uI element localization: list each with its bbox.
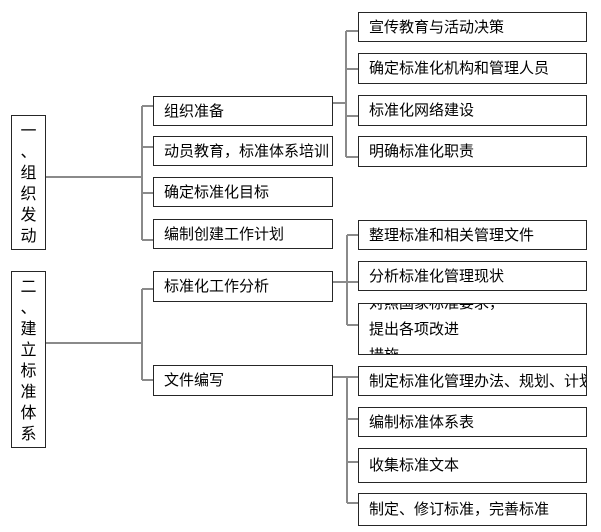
node-standardization-network-construction: 标准化网络建设 bbox=[358, 95, 587, 126]
node-compile-standard-system-table: 编制标准体系表 bbox=[358, 407, 587, 437]
node-stage-2-build-standard-system: 二 、 建 立 标 准 体 系 bbox=[11, 271, 46, 448]
node-organize-standards-and-management-documents: 整理标准和相关管理文件 bbox=[358, 220, 587, 250]
node-publicity-education-activity-decision: 宣传教育与活动决策 bbox=[358, 12, 587, 42]
node-develop-management-measures-plans: 制定标准化管理办法、规划、计划 bbox=[358, 366, 587, 396]
node-stage-1-organization-launch: 一 、 组 织 发 动 bbox=[11, 115, 46, 250]
node-benchmark-national-standards-improvements: 对照国家标准要求，提出各项改进 措施 bbox=[358, 303, 587, 355]
node-compile-creation-work-plan: 编制创建工作计划 bbox=[153, 219, 333, 249]
node-collect-standard-texts: 收集标准文本 bbox=[358, 448, 587, 483]
node-analyze-standardization-management-status: 分析标准化管理现状 bbox=[358, 261, 587, 291]
node-standardization-work-analysis: 标准化工作分析 bbox=[153, 271, 333, 302]
node-define-standardization-goals: 确定标准化目标 bbox=[153, 177, 333, 207]
node-organization-preparation: 组织准备 bbox=[153, 96, 333, 126]
node-develop-revise-perfect-standards: 制定、修订标准，完善标准 bbox=[358, 493, 587, 526]
node-clarify-standardization-responsibilities: 明确标准化职责 bbox=[358, 136, 587, 167]
node-mobilization-education-training: 动员教育，标准体系培训 bbox=[153, 136, 333, 166]
node-define-standardization-org-and-managers: 确定标准化机构和管理人员 bbox=[358, 53, 587, 84]
node-document-writing: 文件编写 bbox=[153, 365, 333, 396]
